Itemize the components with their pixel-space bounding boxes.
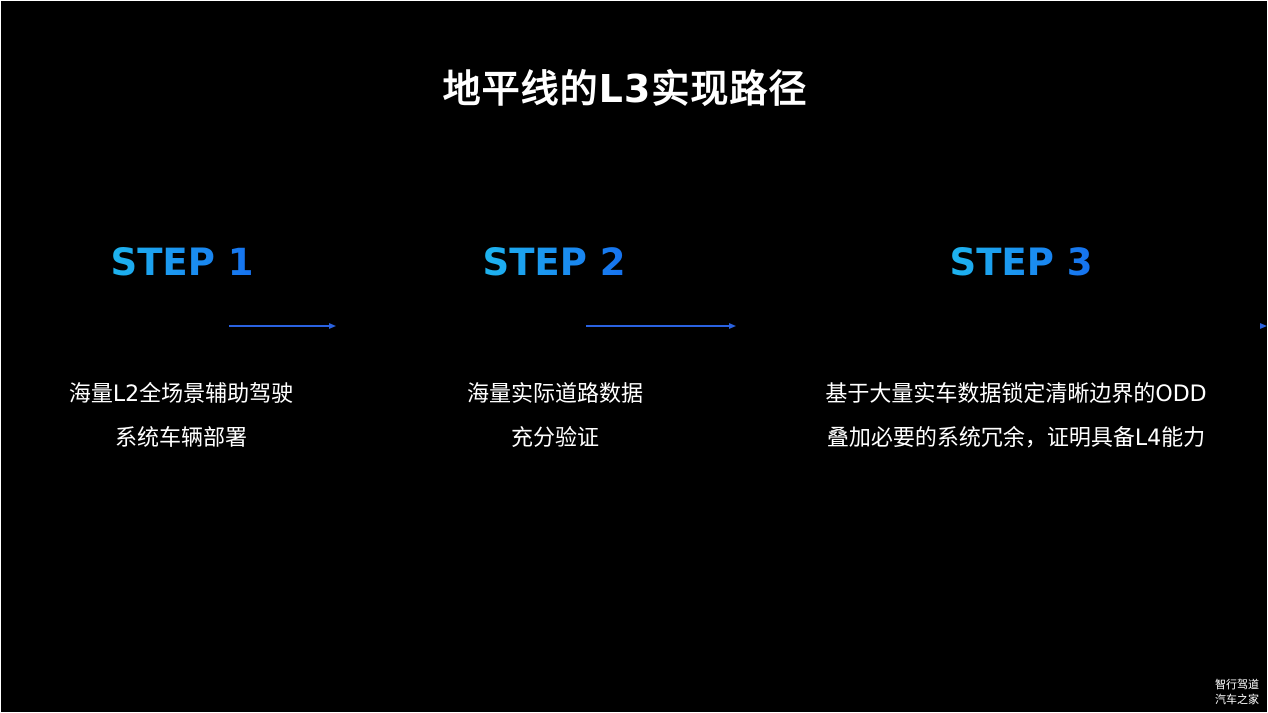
watermark-line-2: 汽车之家: [1215, 693, 1259, 706]
step-1-line-1: 海量L2全场景辅助驾驶: [68, 382, 294, 407]
step-2-description: 海量实际道路数据 充分验证: [405, 373, 705, 461]
watermark-line-1: 智行驾道: [1215, 678, 1259, 691]
step-3-line-2: 叠加必要的系统冗余，证明具备L4能力: [826, 426, 1206, 451]
timeline-line: [1, 323, 1267, 329]
slide-title: 地平线的L3实现路径: [442, 67, 808, 111]
timeline-arrow-1: [329, 323, 336, 329]
step-1-label: STEP 1: [82, 237, 282, 289]
step-3-description: 基于大量实车数据锁定清晰边界的ODD 叠加必要的系统冗余，证明具备L4能力: [771, 373, 1261, 461]
step-3-label: STEP 3: [921, 237, 1121, 289]
timeline-arrow-3: [1260, 323, 1267, 329]
step-3-line-1: 基于大量实车数据锁定清晰边界的ODD: [825, 382, 1207, 407]
step-2-label: STEP 2: [454, 237, 654, 289]
timeline-arrow-2: [729, 323, 736, 329]
step-1-description: 海量L2全场景辅助驾驶 系统车辆部署: [31, 373, 331, 461]
step-1-line-2: 系统车辆部署: [114, 426, 247, 451]
step-2-line-2: 充分验证: [510, 426, 599, 451]
step-2-line-1: 海量实际道路数据: [466, 382, 643, 407]
watermark-logo: 智行驾道 汽车之家: [1213, 676, 1261, 708]
